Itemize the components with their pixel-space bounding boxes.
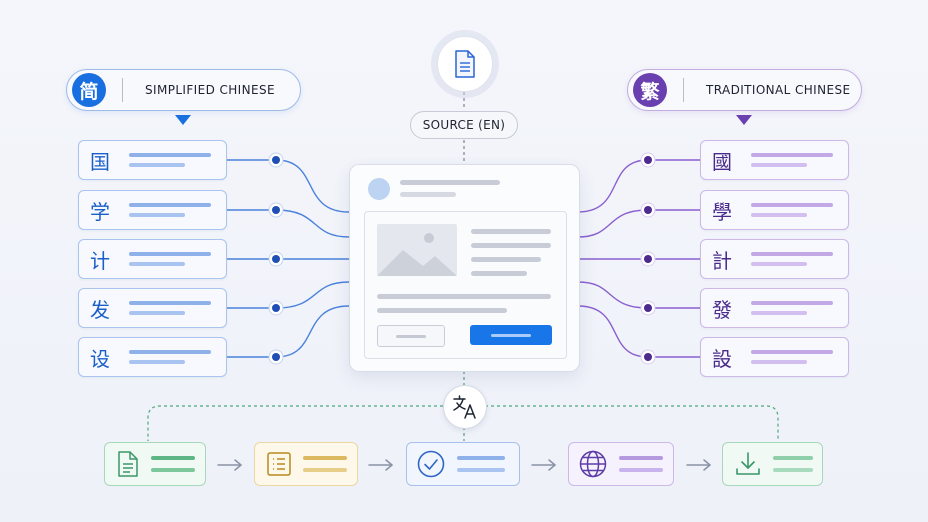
text-lines <box>773 456 813 472</box>
simplified-chinese-pill: 简 SIMPLIFIED CHINESE <box>66 69 301 111</box>
traditional-char-card: 計 <box>700 239 849 279</box>
text-line <box>471 243 551 248</box>
secondary-button[interactable] <box>377 325 445 347</box>
char-glyph: 計 <box>712 248 732 273</box>
simplified-char-card: 国 <box>78 140 227 180</box>
simplified-label: SIMPLIFIED CHINESE <box>145 83 275 97</box>
source-document-preview <box>349 164 580 372</box>
source-document-icon <box>437 36 493 92</box>
text-line <box>471 271 527 276</box>
char-glyph: 发 <box>90 297 110 322</box>
text-lines <box>303 456 347 472</box>
document-icon <box>117 451 139 477</box>
char-glyph: 設 <box>712 346 732 371</box>
pill-divider <box>122 78 123 102</box>
text-line <box>471 257 541 262</box>
arrow-right-icon <box>531 459 556 471</box>
traditional-caret-icon <box>736 115 752 125</box>
traditional-char-card: 發 <box>700 288 849 328</box>
traditional-char-card: 國 <box>700 140 849 180</box>
text-lines <box>751 350 848 364</box>
arrow-right-icon <box>686 459 711 471</box>
text-line <box>377 294 551 299</box>
char-glyph: 發 <box>712 297 732 322</box>
char-glyph: 计 <box>90 248 110 273</box>
left-connector-dots <box>268 152 284 365</box>
pipeline-step-verify <box>406 442 520 486</box>
simplified-char-card: 计 <box>78 239 227 279</box>
simplified-char-card: 发 <box>78 288 227 328</box>
subtitle-line <box>400 192 456 197</box>
translate-icon <box>443 385 487 429</box>
traditional-chinese-pill: 繁 TRADITIONAL CHINESE <box>627 69 862 111</box>
arrow-right-icon <box>217 459 242 471</box>
list-icon <box>267 452 291 476</box>
arrow-right-icon <box>368 459 393 471</box>
traditional-label: TRADITIONAL CHINESE <box>706 83 851 97</box>
text-lines <box>129 252 226 266</box>
simplified-char-card: 学 <box>78 190 227 230</box>
pipeline-step-list <box>254 442 358 486</box>
text-lines <box>151 456 195 472</box>
content-panel <box>364 211 567 359</box>
check-circle-icon <box>417 450 445 478</box>
download-icon <box>735 451 761 477</box>
char-glyph: 國 <box>712 149 732 174</box>
simplified-caret-icon <box>175 115 191 125</box>
text-lines <box>129 203 226 217</box>
text-lines <box>129 153 226 167</box>
traditional-badge: 繁 <box>633 73 667 107</box>
pipeline-step-localize <box>568 442 674 486</box>
globe-icon <box>579 450 607 478</box>
text-line <box>471 229 551 234</box>
pill-divider <box>683 78 684 102</box>
text-lines <box>751 301 848 315</box>
simplified-char-card: 设 <box>78 337 227 377</box>
text-lines <box>751 203 848 217</box>
pipeline-step-download <box>722 442 823 486</box>
text-lines <box>619 456 663 472</box>
pipeline-step-document <box>104 442 206 486</box>
simplified-badge: 简 <box>72 73 106 107</box>
title-line <box>400 180 500 185</box>
char-glyph: 学 <box>90 199 110 224</box>
text-lines <box>457 456 505 472</box>
image-placeholder-icon <box>377 224 457 276</box>
text-lines <box>129 350 226 364</box>
text-line <box>377 308 507 313</box>
primary-button[interactable] <box>470 325 552 345</box>
char-glyph: 设 <box>90 346 110 371</box>
char-glyph: 国 <box>90 149 110 174</box>
char-glyph: 學 <box>712 199 732 224</box>
text-lines <box>129 301 226 315</box>
traditional-char-card: 設 <box>700 337 849 377</box>
traditional-char-card: 學 <box>700 190 849 230</box>
source-label: SOURCE (EN) <box>410 111 518 139</box>
text-lines <box>751 252 848 266</box>
avatar <box>368 178 390 200</box>
right-connector-dots <box>640 152 656 365</box>
text-lines <box>751 153 848 167</box>
